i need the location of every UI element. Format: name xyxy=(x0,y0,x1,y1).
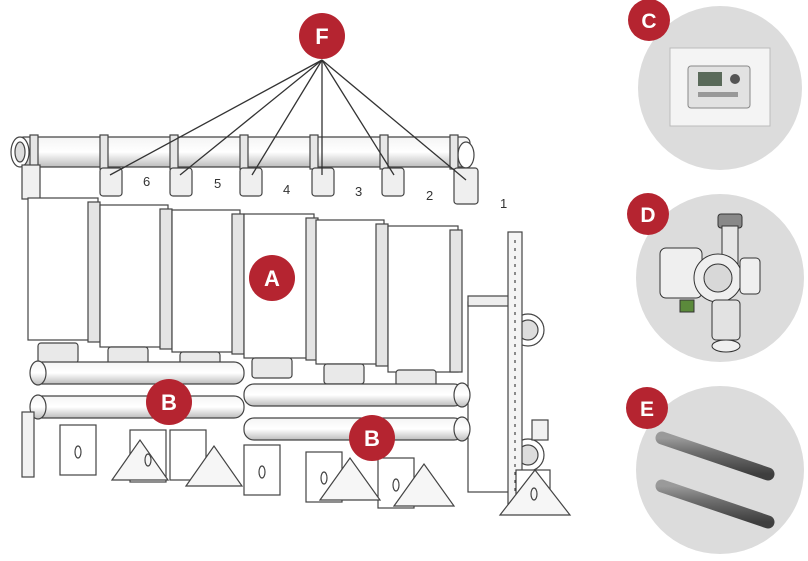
component-controller xyxy=(638,6,802,170)
header-support xyxy=(21,164,41,200)
manifold-pipes xyxy=(29,360,471,442)
boiler-units xyxy=(27,197,463,373)
badge-b-left: B xyxy=(146,379,192,425)
badge-e: E xyxy=(626,387,668,429)
badge-a: A xyxy=(249,255,295,301)
badge-b-right: B xyxy=(349,415,395,461)
badge-f-label: F xyxy=(315,24,328,49)
control-panel-icon xyxy=(669,47,771,127)
hydraulic-separator xyxy=(467,295,549,493)
badge-f: F xyxy=(299,13,345,59)
component-pipes xyxy=(636,386,804,554)
boiler-numbers: 6 5 4 3 2 1 xyxy=(143,174,507,211)
flue-header-pipe xyxy=(10,134,475,170)
badge-c-label: C xyxy=(641,10,656,33)
flue-adapters xyxy=(99,167,479,205)
badge-d: D xyxy=(627,193,669,235)
badge-b-left-label: B xyxy=(161,390,177,415)
boiler-number-4: 4 xyxy=(283,182,290,197)
badge-b-right-label: B xyxy=(364,426,380,451)
badge-c: C xyxy=(628,0,670,41)
badge-e-label: E xyxy=(640,398,654,421)
floor-stands xyxy=(21,411,572,516)
boiler-number-2: 2 xyxy=(426,188,433,203)
boiler-cascade-drawing xyxy=(10,59,572,516)
boiler-number-5: 5 xyxy=(214,176,221,191)
component-pump xyxy=(636,194,804,362)
circulation-pump-icon xyxy=(659,213,761,353)
boiler-number-3: 3 xyxy=(355,184,362,199)
boiler-number-1: 1 xyxy=(500,196,507,211)
leader-lines-f xyxy=(109,59,467,181)
badges: F A B B C D E xyxy=(146,0,670,461)
badge-d-label: D xyxy=(640,204,655,227)
pipe-pair-icon xyxy=(655,431,775,529)
boiler-number-6: 6 xyxy=(143,174,150,189)
badge-a-label: A xyxy=(264,266,280,291)
